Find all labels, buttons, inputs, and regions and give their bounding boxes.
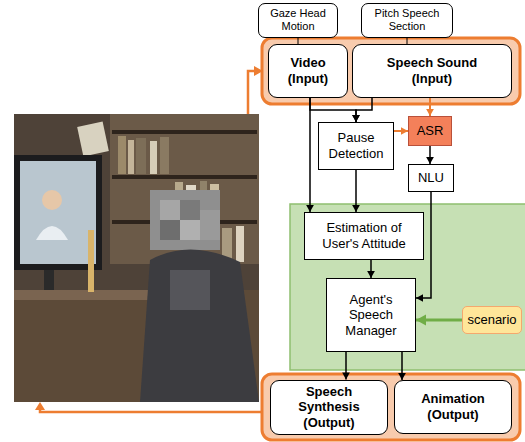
input-band: [262, 38, 520, 104]
process-box: Estimation of User's Attitude: [304, 212, 424, 260]
output-box: Speech Synthesis (Output): [270, 380, 388, 435]
connector: [426, 146, 434, 164]
arrowhead: [352, 115, 360, 122]
node-label: Gaze Head Motion: [266, 7, 330, 33]
arrowhead: [342, 373, 350, 380]
node-label: Speech Synthesis (Output): [289, 384, 369, 431]
arrowhead: [426, 109, 434, 116]
connector: [367, 260, 375, 278]
connector-line: [310, 98, 356, 122]
process-box: ASR: [408, 116, 452, 146]
arrowhead: [352, 115, 360, 122]
connector-line: [356, 98, 372, 122]
arrowhead: [416, 315, 426, 326]
input-box: Speech Sound (Input): [352, 44, 512, 98]
output-box: Animation (Output): [394, 380, 512, 434]
node-label: Pause Detection: [323, 130, 389, 161]
connector: [394, 127, 408, 135]
connector: [342, 352, 350, 380]
callout-box: Pitch Speech Section: [361, 3, 453, 38]
connector: [416, 315, 462, 326]
arrowhead: [306, 205, 314, 212]
photo-illustration: [14, 114, 259, 402]
input-box: Video (Input): [268, 44, 348, 98]
scenario-scroll: scenario: [462, 306, 522, 334]
node-label: Video (Input): [275, 55, 341, 86]
camera-arrowhead: [254, 66, 263, 76]
node-label: Agent's Speech Manager: [340, 292, 402, 339]
node-label: Estimation of User's Attitude: [310, 220, 418, 251]
node-label: Speech Sound (Input): [377, 55, 487, 86]
process-box: Pause Detection: [318, 122, 394, 170]
node-label: scenario: [467, 312, 516, 328]
node-label: ASR: [417, 123, 444, 139]
process-band: [290, 204, 525, 370]
process-box: Agent's Speech Manager: [326, 278, 416, 352]
arrowhead: [401, 127, 408, 135]
node-label: NLU: [418, 170, 444, 186]
connector: [352, 170, 360, 212]
arrowhead: [352, 205, 360, 212]
callout-box: Gaze Head Motion: [258, 3, 338, 38]
connector: [306, 98, 314, 212]
node-label: Animation (Output): [413, 391, 493, 422]
arrowhead: [426, 157, 434, 164]
output-arrow: [40, 408, 262, 412]
connector: [398, 352, 406, 380]
connector: [426, 98, 434, 116]
output-band: [262, 374, 520, 440]
arrowhead: [367, 271, 375, 278]
arrowhead: [416, 294, 423, 302]
arrowhead: [398, 373, 406, 380]
camera-arrow: [248, 71, 255, 114]
process-box: NLU: [408, 164, 454, 192]
output-arrowhead: [35, 402, 45, 410]
connector: [310, 98, 360, 122]
node-label: Pitch Speech Section: [367, 7, 447, 33]
connector: [352, 98, 372, 122]
connector-line: [309, 98, 311, 212]
